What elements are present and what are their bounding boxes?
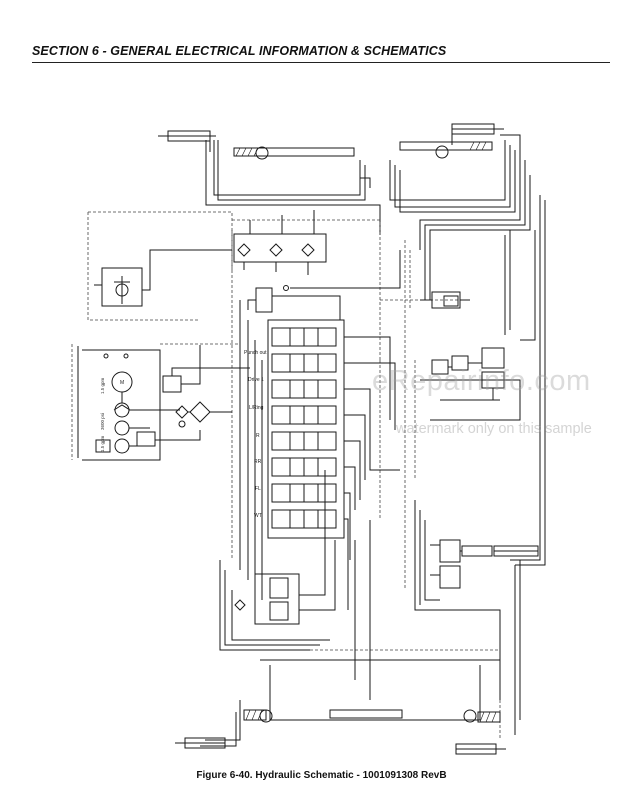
section-title: SECTION 6 - GENERAL ELECTRICAL INFORMATI… [32, 44, 447, 58]
pump-note-1: 1.5 gpm [100, 377, 105, 394]
check-valve-left [175, 405, 189, 419]
pump-motor-group [77, 346, 180, 461]
manifold-top [233, 233, 327, 263]
rail-top-right [399, 141, 493, 151]
relief-block [101, 267, 143, 307]
label-wt: WT [254, 513, 262, 519]
filter-main [189, 401, 211, 423]
motor-bottom-right [463, 709, 477, 723]
label-lift-ring: L/Ring [249, 405, 264, 411]
motor-bottom-left [259, 709, 273, 723]
pump-note-3: 1.5 gpm [100, 435, 105, 452]
lower-control-block [254, 573, 300, 625]
label-drive-1: Drive 1 [248, 377, 264, 383]
cylinder-top-left [158, 130, 216, 152]
valve-stack [267, 319, 345, 539]
header-rule [32, 62, 610, 63]
label-rr: RR [254, 459, 262, 465]
cylinder-top-right [451, 123, 504, 145]
watermark-site: eRepairinfo.com [372, 365, 591, 397]
label-punch-out: Punch out [244, 350, 267, 356]
label-motor: M [120, 380, 124, 386]
rail-top-left [233, 147, 355, 157]
label-fl: FL [255, 486, 261, 492]
pump-note-2: 3600 psi [100, 413, 105, 430]
rail-bottom [329, 709, 403, 719]
motor-top-right [435, 145, 449, 159]
watermark-notice: watermark only on this sample [396, 421, 592, 437]
motor-top-left [255, 146, 269, 160]
valve-lower-right [439, 539, 461, 563]
label-r: R [256, 433, 260, 439]
figure-caption: Figure 6-40. Hydraulic Schematic - 10010… [196, 770, 447, 781]
